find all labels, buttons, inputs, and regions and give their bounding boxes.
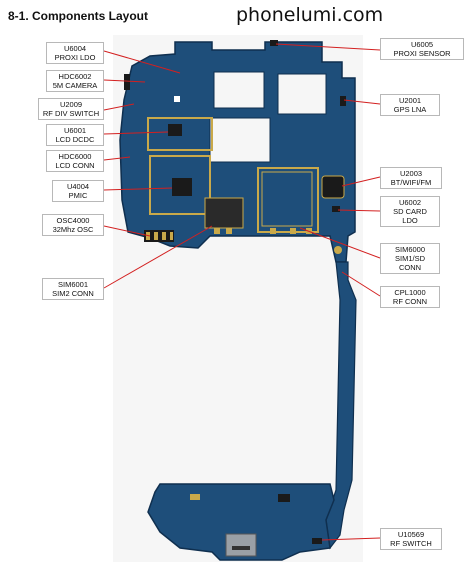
label-u6005: U6005 PROXI SENSOR bbox=[380, 38, 464, 60]
center-cutout bbox=[209, 117, 271, 163]
lcd-dcdc-shield bbox=[147, 117, 213, 151]
pmic-shield bbox=[149, 155, 211, 215]
label-osc4000: OSC4000 32Mhz OSC bbox=[42, 214, 104, 236]
lcd-dcdc-chip bbox=[168, 124, 182, 136]
page-title: 8-1. Components Layout bbox=[8, 9, 149, 23]
label-u4004: U4004 PMIC bbox=[52, 180, 104, 202]
label-u2001: U2001 GPS LNA bbox=[380, 94, 440, 116]
leader-lines bbox=[103, 43, 381, 541]
pcb-board bbox=[119, 40, 357, 561]
rf-conn bbox=[334, 246, 342, 254]
watermark: phonelumi.com bbox=[236, 4, 384, 26]
leader-line bbox=[337, 209, 381, 212]
label-u6004: U6004 PROXI LDO bbox=[46, 42, 104, 64]
label-hdc6000: HDC6000 LCD CONN bbox=[46, 150, 104, 172]
wifi-chip bbox=[321, 175, 345, 199]
leader-line bbox=[299, 227, 381, 259]
sd-slot bbox=[261, 171, 313, 227]
label-u2003: U2003 BT/WIFI/FM bbox=[380, 167, 442, 189]
leader-line bbox=[343, 99, 381, 105]
upper-right-cutout bbox=[277, 73, 327, 115]
label-u10569: U10569 RF SWITCH bbox=[380, 528, 442, 550]
leader-line bbox=[341, 176, 381, 187]
leader-line bbox=[103, 225, 213, 289]
label-u6001: U6001 LCD DCDC bbox=[46, 124, 104, 146]
label-hdc6002: HDC6002 5M CAMERA bbox=[46, 70, 104, 92]
label-u6002: U6002 SD CARD LDO bbox=[380, 196, 440, 227]
leader-line bbox=[103, 131, 169, 135]
pmic-chip bbox=[172, 178, 192, 196]
leader-line bbox=[103, 79, 146, 83]
leader-line bbox=[103, 156, 131, 161]
led bbox=[174, 96, 180, 102]
pcb-right-strip bbox=[325, 261, 357, 550]
sim-sd-shield bbox=[257, 167, 319, 233]
leader-line bbox=[103, 225, 151, 237]
usb-connector bbox=[225, 533, 257, 557]
pcb-bottom-section bbox=[147, 483, 335, 561]
leader-line bbox=[275, 43, 381, 51]
proxi-sensor-part bbox=[270, 40, 278, 46]
leader-line bbox=[103, 50, 181, 74]
leader-line bbox=[103, 187, 173, 191]
leader-line bbox=[321, 537, 381, 541]
sim2-slot bbox=[204, 197, 244, 229]
label-sim6001: SIM6001 SIM2 CONN bbox=[42, 278, 104, 300]
leader-line bbox=[341, 271, 381, 297]
leader-line bbox=[103, 103, 135, 111]
label-sim6000: SIM6000 SIM1/SD CONN bbox=[380, 243, 440, 274]
osc-connector bbox=[144, 230, 174, 242]
camera-cutout bbox=[213, 71, 265, 109]
label-u2009: U2009 RF DIV SWITCH bbox=[38, 98, 104, 120]
label-cpl1000: CPL1000 RF CONN bbox=[380, 286, 440, 308]
